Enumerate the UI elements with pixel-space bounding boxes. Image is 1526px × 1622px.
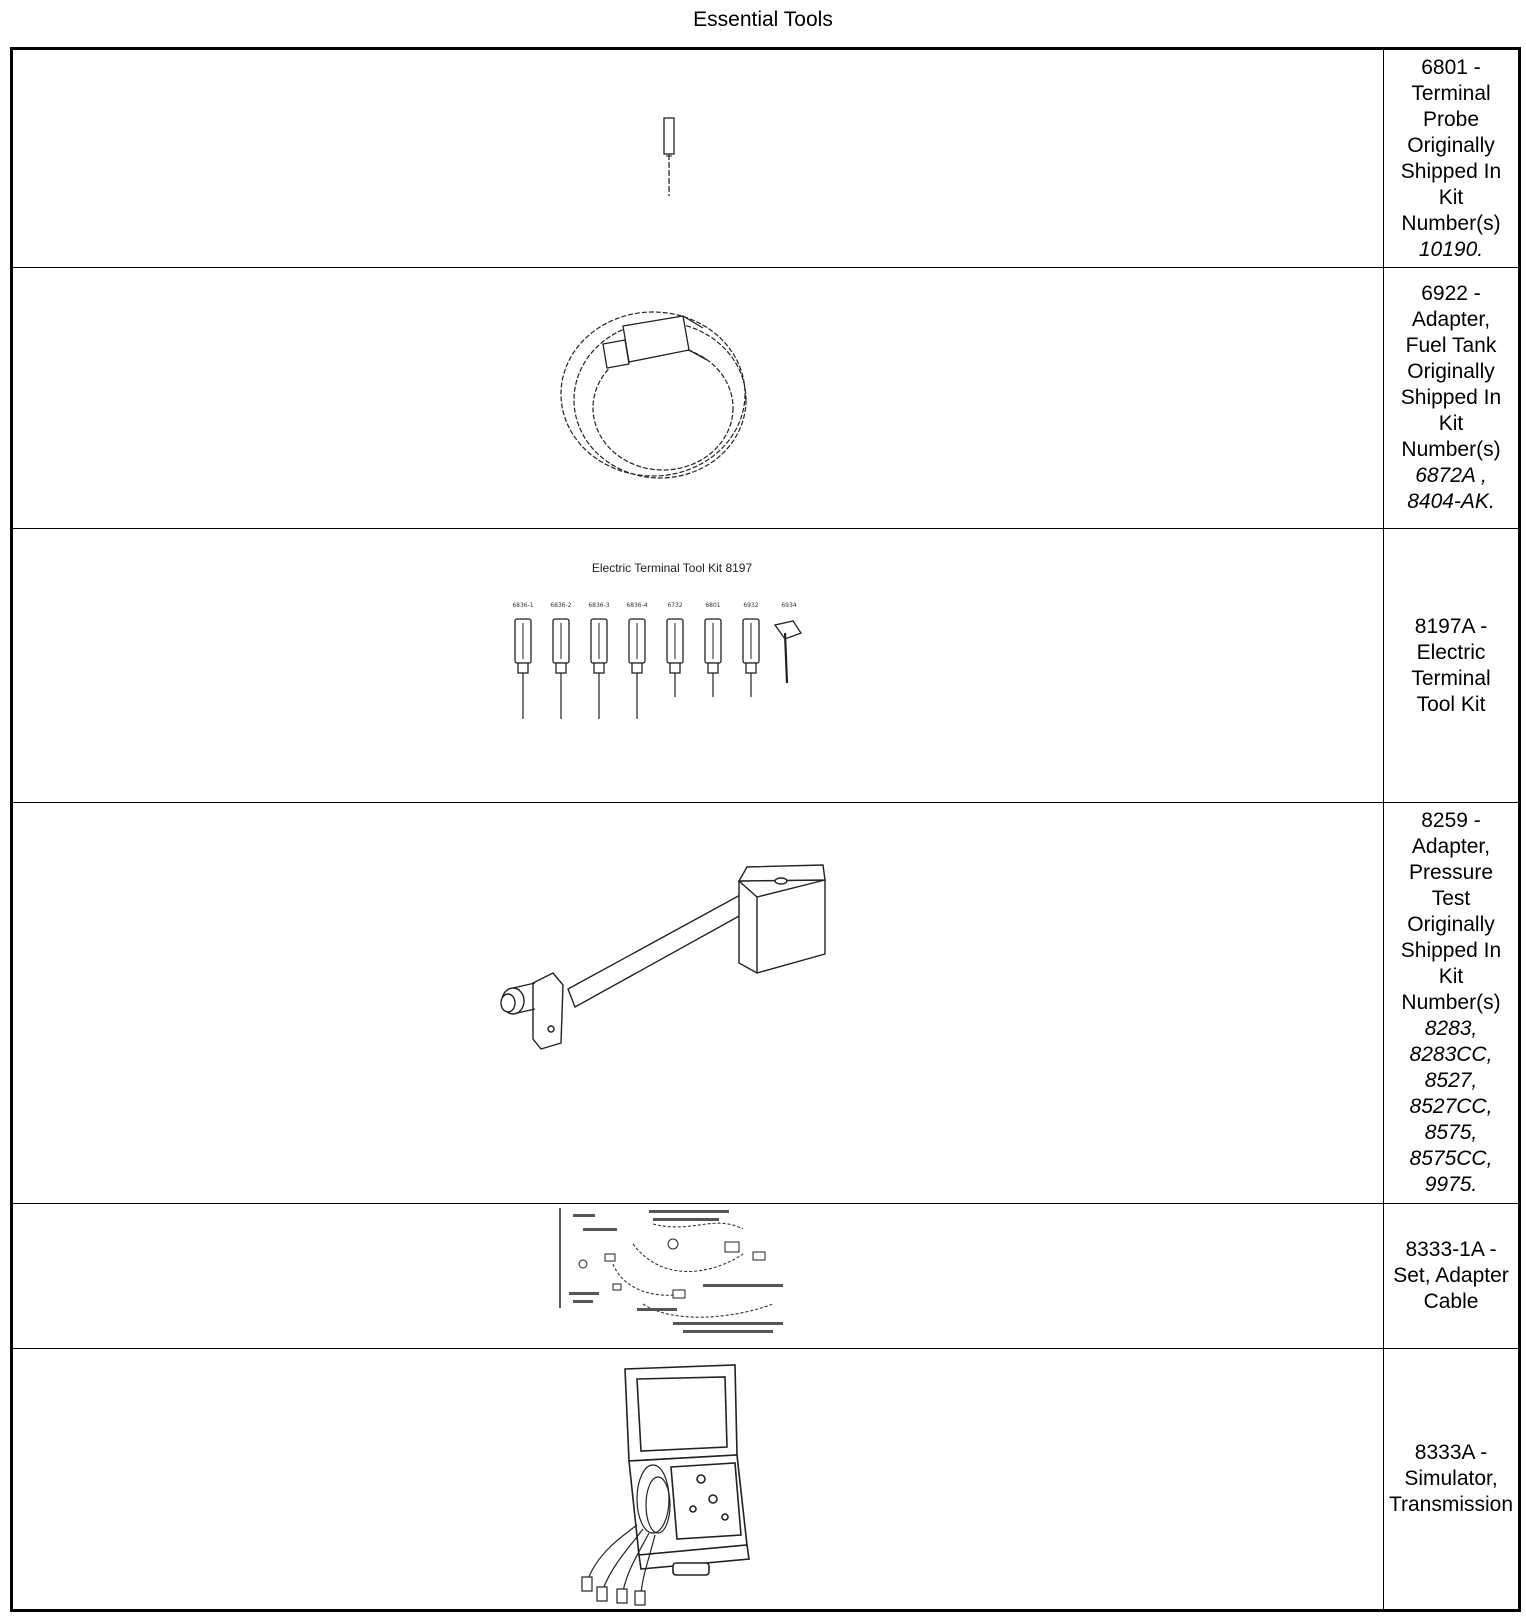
kit-tool-label: 6801 (705, 602, 720, 609)
transmission-simulator-icon (581, 1364, 750, 1606)
description-line: Number(s) (1401, 991, 1501, 1014)
description-line: Adapter, (1411, 308, 1491, 331)
table-row: 8333-1A - Set, Adapter Cable (11, 1203, 1520, 1349)
tools-table: 6801 - Terminal Probe Originally Shipped… (10, 47, 1521, 1612)
table-row: 8259 - Adapter, Pressure Test Originally… (11, 802, 1520, 1204)
description-line: Number(s) (1401, 438, 1501, 461)
table-row: 8333A - Simulator, Transmission (11, 1348, 1520, 1611)
description-line: Simulator, (1404, 1467, 1498, 1490)
description-line: Tool Kit (1416, 692, 1486, 716)
description-line: Set, Adapter (1393, 1264, 1509, 1287)
description-line: Transmission (1388, 1493, 1514, 1516)
kit-tool-label: 6732 (667, 602, 682, 609)
table-row: 6801 - Terminal Probe Originally Shipped… (11, 48, 1520, 268)
tool-image-cell (11, 48, 1384, 268)
kit-number: 8283CC, (1409, 1043, 1493, 1066)
tool-description: 8333-1A - Set, Adapter Cable (1383, 1203, 1520, 1349)
description-line: 8197A - (1414, 614, 1488, 638)
kit-number: 8404-AK. (1407, 490, 1495, 513)
tool-description: 6922 - Adapter, Fuel Tank Originally Shi… (1383, 267, 1520, 529)
table-row: 6922 - Adapter, Fuel Tank Originally Shi… (11, 267, 1520, 529)
kit-number: 8283, (1424, 1017, 1478, 1040)
kit-number: 10190. (1418, 237, 1484, 261)
terminal-probe-icon (663, 117, 675, 196)
description-line: Shipped In (1400, 386, 1502, 409)
screwdriver-icon (742, 618, 760, 697)
description-line: Kit (1438, 412, 1464, 435)
description-line: Electric (1416, 640, 1486, 664)
tool-description: 8333A - Simulator, Transmission (1383, 1348, 1520, 1611)
tool-image-cell (11, 1203, 1384, 1349)
screwdriver-icon (628, 618, 646, 719)
screwdriver-icon (773, 620, 802, 684)
kit-tool-group: 6836-1 6836-2 6836-3 6836-4 6732 6801 6932 6934 (512, 602, 802, 719)
description-line: Terminal (1411, 666, 1491, 690)
description-line: Originally (1407, 360, 1495, 383)
kit-tool-label: 6836-1 (512, 602, 533, 609)
kit-tool-label: 6934 (781, 602, 796, 609)
description-line: Kit (1438, 965, 1464, 988)
kit-tool-label: 6932 (743, 602, 758, 609)
description-line: Kit (1438, 185, 1464, 209)
description-line: 8259 - (1421, 809, 1481, 832)
description-line: Originally (1407, 913, 1495, 936)
description-line: Cable (1423, 1290, 1479, 1313)
description-line: Originally (1407, 133, 1495, 157)
pressure-test-adapter-icon (500, 864, 826, 1050)
description-line: 6801 - (1421, 55, 1481, 79)
description-line: 8333-1A - (1405, 1238, 1497, 1261)
description-line: 6922 - (1421, 282, 1481, 305)
tool-image-cell (11, 802, 1384, 1204)
kit-number: 8527CC, (1409, 1095, 1493, 1118)
description-line: Probe (1422, 107, 1480, 131)
kit-tool-label: 6836-3 (588, 602, 609, 609)
screwdriver-icon (514, 618, 532, 719)
kit-number: 9975. (1424, 1173, 1478, 1196)
description-line: 8333A - (1414, 1441, 1488, 1464)
screwdriver-icon (666, 618, 684, 697)
fuel-tank-adapter-icon (560, 311, 747, 479)
screwdriver-icon (590, 618, 608, 719)
kit-number: 6872A , (1415, 464, 1487, 487)
kit-illustration-title: Electric Terminal Tool Kit 8197 (592, 561, 753, 575)
screwdriver-icon (704, 618, 722, 697)
description-line: Fuel Tank (1405, 334, 1497, 357)
kit-number: 8575, (1424, 1121, 1478, 1144)
description-line: Shipped In (1400, 159, 1502, 183)
adapter-cable-set-icon (559, 1208, 783, 1333)
description-line: Test (1431, 887, 1471, 910)
tool-image-cell (11, 267, 1384, 529)
description-line: Adapter, (1411, 835, 1491, 858)
description-line: Number(s) (1401, 211, 1501, 235)
kit-tool-label: 6836-2 (550, 602, 571, 609)
kit-number: 8575CC, (1409, 1147, 1493, 1170)
kit-number: 8527, (1424, 1069, 1478, 1092)
description-line: Terminal (1411, 81, 1491, 105)
tool-description: 8259 - Adapter, Pressure Test Originally… (1383, 802, 1520, 1204)
screwdriver-icon (552, 618, 570, 719)
tool-image-cell (11, 1348, 1384, 1611)
description-line: Pressure (1408, 861, 1494, 884)
description-line: Shipped In (1400, 939, 1502, 962)
kit-tool-label: 6836-4 (626, 602, 647, 609)
tool-description: 8197A - Electric Terminal Tool Kit (1383, 528, 1520, 803)
tool-description: 6801 - Terminal Probe Originally Shipped… (1383, 48, 1520, 268)
page-title: Essential Tools (693, 8, 833, 31)
